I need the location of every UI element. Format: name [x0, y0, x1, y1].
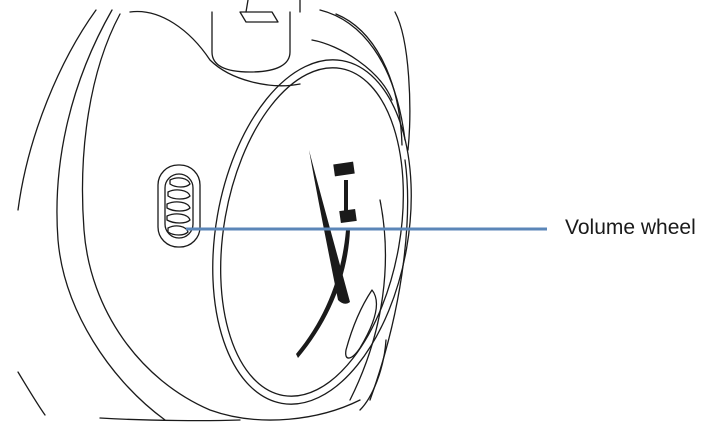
headset-yoke — [311, 9, 411, 411]
brand-logo-mark — [296, 150, 357, 358]
ear-cushion-outline — [17, 9, 241, 422]
volume-wheel — [157, 164, 201, 248]
headband-slider — [211, 0, 301, 73]
earcup-faceplate — [212, 59, 412, 405]
volume-wheel-label: Volume wheel — [565, 216, 696, 239]
earcup-housing — [81, 10, 361, 421]
